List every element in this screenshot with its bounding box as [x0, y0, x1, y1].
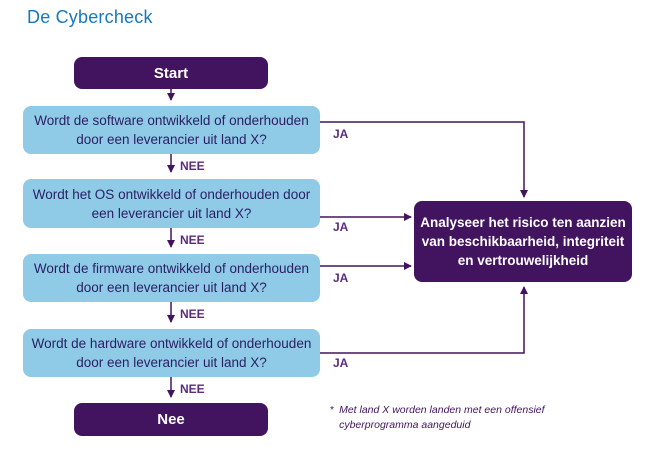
footnote: * Met land X worden landen met een offen…: [330, 403, 545, 433]
edge-label-ja-3: JA: [333, 271, 349, 285]
question-node-software: Wordt de software ontwikkeld of onderhou…: [23, 106, 320, 154]
arrow-ja-q1-to-outcome: [320, 121, 528, 198]
question-text-line: Wordt de hardware ontwikkeld of onderhou…: [31, 336, 312, 351]
edge-label-ja-1: JA: [333, 127, 349, 141]
arrow-ja-q4-to-outcome: [320, 286, 528, 354]
question-text-line: door een leverancier uit land X?: [76, 355, 267, 370]
footnote-line: cyberprogramma aangeduid: [339, 419, 471, 431]
footnote-marker: *: [330, 404, 335, 416]
outcome-node-analyse: Analyseer het risico ten aanzien van bes…: [414, 201, 632, 282]
edge-label-nee-4: NEE: [180, 382, 205, 396]
page-title: De Cybercheck: [27, 7, 153, 27]
end-node-nee: Nee: [74, 403, 268, 436]
outcome-text-line: en vertrouwelijkheid: [457, 253, 589, 268]
outcome-text-line: van beschikbaarheid, integriteit: [421, 234, 625, 249]
question-text-line: Wordt het OS ontwikkeld of onderhouden d…: [32, 186, 311, 202]
start-node: Start: [74, 57, 268, 89]
outcome-text-line: Analyseer het risico ten aanzien: [420, 215, 626, 230]
start-node-label: Start: [153, 64, 189, 82]
edge-label-ja-4: JA: [333, 356, 349, 370]
question-node-firmware: Wordt de firmware ontwikkeld of onderhou…: [23, 254, 320, 302]
footnote-text: Met land X worden landen met een offensi…: [339, 403, 544, 433]
question-text-line: door een leverancier uit land X?: [76, 280, 267, 295]
edge-label-ja-2: JA: [333, 220, 349, 234]
question-text-line: een leverancier uit land X?: [91, 205, 252, 221]
question-node-hardware: Wordt de hardware ontwikkeld of onderhou…: [23, 329, 320, 377]
end-node-label: Nee: [157, 411, 185, 428]
question-text-line: door een leverancier uit land X?: [76, 132, 267, 147]
question-text-line: Wordt de software ontwikkeld of onderhou…: [34, 113, 309, 128]
footnote-line: Met land X worden landen met een offensi…: [339, 404, 545, 416]
question-node-os: Wordt het OS ontwikkeld of onderhouden d…: [23, 179, 320, 228]
question-text-line: Wordt de firmware ontwikkeld of onderhou…: [33, 261, 310, 276]
edge-label-nee-1: NEE: [180, 159, 205, 173]
edge-label-nee-2: NEE: [180, 233, 205, 247]
edge-label-nee-3: NEE: [180, 307, 205, 321]
